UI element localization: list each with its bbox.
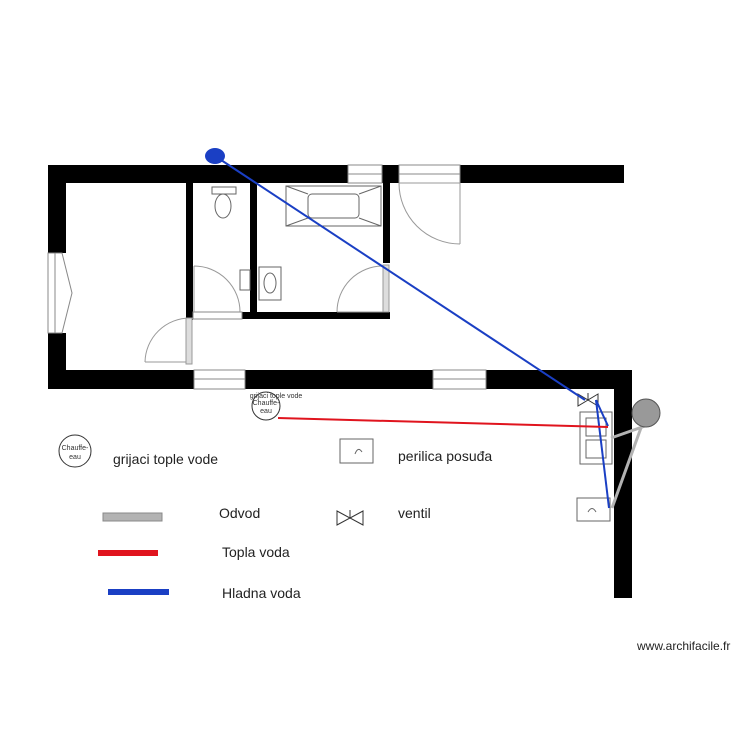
legend-drain-swatch bbox=[102, 512, 163, 522]
cold-water-pipe-sink bbox=[595, 399, 609, 427]
legend-boiler-text-2: eau bbox=[69, 454, 81, 461]
legend-cold-water-swatch bbox=[108, 589, 169, 595]
washbasin-icon bbox=[239, 266, 282, 301]
wall-left-upper bbox=[48, 165, 66, 253]
cold-water-pipe-down bbox=[595, 399, 610, 509]
wall-bottom-b bbox=[245, 370, 433, 389]
hot-water-pipe bbox=[277, 417, 609, 428]
cold-water-inlet bbox=[205, 148, 225, 164]
legend-water-heater-label: grijaci tople vode bbox=[113, 451, 218, 467]
water-heater-plan: Chauffe- eau grijaci tople vode bbox=[250, 391, 303, 421]
partition-wc-right bbox=[250, 183, 257, 313]
legend-hot-water-label: Topla voda bbox=[222, 544, 290, 560]
fixtures bbox=[211, 185, 613, 522]
door-wc bbox=[193, 265, 241, 313]
door-entrance bbox=[398, 182, 461, 245]
doors bbox=[144, 182, 461, 365]
legend-hot-water-swatch bbox=[98, 550, 158, 556]
dishwasher-icon bbox=[576, 497, 611, 522]
partition-corridor-stub bbox=[186, 312, 193, 320]
window-left-bay bbox=[47, 252, 73, 334]
pipes bbox=[214, 155, 646, 509]
legend-dishwasher-icon bbox=[339, 438, 374, 464]
drain-pipe-dishwasher bbox=[610, 424, 644, 509]
legend-cold-water-label: Hladna voda bbox=[222, 585, 301, 601]
wall-top-right bbox=[460, 165, 624, 183]
partition-bottom bbox=[242, 312, 390, 319]
legend-water-heater-icon: Chauffe- eau bbox=[58, 434, 92, 468]
legend: Chauffe- eau grijaci tople vode perilica… bbox=[58, 434, 492, 601]
legend-valve-label: ventil bbox=[398, 505, 431, 521]
door-bathroom bbox=[336, 265, 384, 313]
wall-bottom-a bbox=[48, 370, 194, 389]
boiler-plan-text-2: eau bbox=[260, 408, 272, 415]
walls bbox=[48, 165, 632, 598]
wall-top-mid bbox=[382, 165, 399, 183]
boiler-plan-text-1: Chauffe- bbox=[253, 400, 280, 407]
legend-dishwasher-label: perilica posuđa bbox=[398, 448, 492, 464]
valve-icon bbox=[577, 393, 599, 407]
watermark: www.archifacile.fr bbox=[636, 639, 730, 653]
cold-water-pipe bbox=[214, 155, 586, 401]
wall-top-left bbox=[48, 165, 348, 183]
wall-bottom-c bbox=[486, 370, 632, 389]
partition-wc-left bbox=[186, 183, 193, 313]
partition-bath-right bbox=[383, 183, 390, 263]
door-corridor bbox=[144, 317, 191, 363]
windows bbox=[47, 164, 487, 390]
window-partition-bottom bbox=[192, 311, 243, 320]
legend-valve-icon bbox=[336, 510, 364, 526]
legend-drain-label: Odvod bbox=[219, 505, 260, 521]
wall-right bbox=[614, 370, 632, 598]
toilet-icon bbox=[211, 186, 237, 219]
kitchen-sink-icon bbox=[579, 411, 613, 465]
drain-stack bbox=[631, 398, 661, 428]
boiler-plan-caption: grijaci tople vode bbox=[250, 393, 303, 400]
bathtub-icon bbox=[285, 185, 382, 227]
legend-boiler-text-1: Chauffe- bbox=[62, 445, 89, 452]
